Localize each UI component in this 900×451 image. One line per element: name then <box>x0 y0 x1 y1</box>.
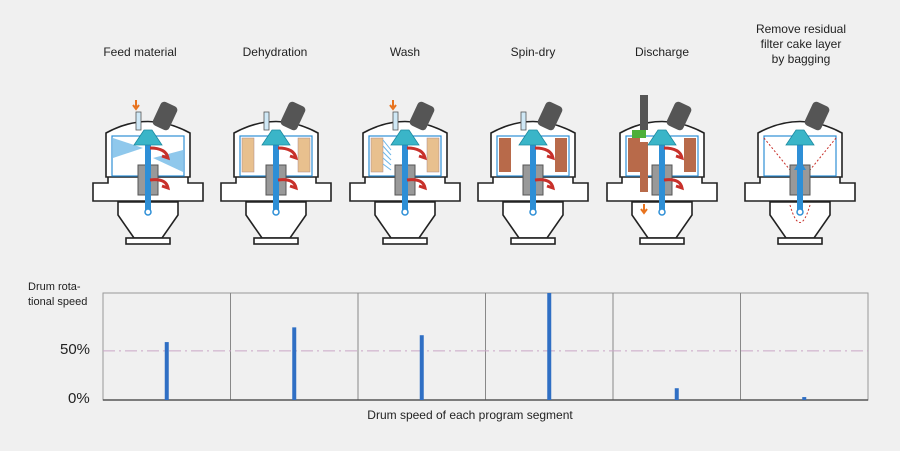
shaft-end <box>796 208 804 216</box>
wash-spray <box>382 163 392 171</box>
filter-cake <box>297 137 311 173</box>
motor <box>280 101 306 131</box>
centrifuge-bagging <box>744 101 856 245</box>
centrifuge-feed <box>92 100 204 245</box>
y-axis-label-line: Drum rota- <box>28 281 81 293</box>
distributor-cone <box>390 129 420 146</box>
rotation-arrow-icon <box>534 146 555 161</box>
filter-cake <box>241 137 255 173</box>
rotation-arrow-icon <box>149 178 170 191</box>
step-label-line: filter cake layer <box>760 37 842 51</box>
bar-4 <box>547 293 552 400</box>
x-axis-label: Drum speed of each program segment <box>367 408 573 422</box>
inflow-arrow-icon <box>132 100 140 111</box>
step-label-dehydration: Dehydration <box>242 45 308 59</box>
step-label-discharge: Discharge <box>634 45 690 59</box>
bag-residue <box>789 204 811 223</box>
slurry <box>153 150 183 172</box>
feed-pipe <box>135 111 142 131</box>
slurry <box>113 138 143 158</box>
bar-2 <box>292 327 297 400</box>
falling-cake <box>640 142 648 192</box>
motor <box>152 101 178 131</box>
shaft-end <box>658 208 666 216</box>
centrifuge-discharge <box>606 95 718 245</box>
filter-cake <box>684 138 696 172</box>
scraper <box>632 130 646 138</box>
centrifuge-wash <box>349 100 461 245</box>
feed-pipe <box>263 111 270 131</box>
bar-6 <box>802 397 807 400</box>
step-label-line: Remove residual <box>755 22 847 36</box>
wash-spray <box>382 145 392 156</box>
filter-cake <box>426 137 440 173</box>
y-tick-0: 0% <box>68 390 90 407</box>
filter-bag <box>763 137 837 171</box>
shaft-end <box>272 208 280 216</box>
bar-1 <box>164 342 169 400</box>
rotation-arrow-icon <box>406 178 427 191</box>
step-label-line: by bagging <box>771 52 831 66</box>
motor <box>666 101 692 131</box>
wash-spray <box>382 157 392 166</box>
motor <box>804 101 830 131</box>
shaft-end <box>529 208 537 216</box>
outflow-arrow-icon <box>640 204 648 215</box>
distributor-cone <box>518 129 548 146</box>
motor <box>409 101 435 131</box>
drive-shaft <box>659 140 665 210</box>
base-foot <box>125 237 171 245</box>
distributor-cone <box>261 129 291 146</box>
filter-cake <box>499 138 511 172</box>
centrifuge-spin-dry <box>477 101 589 245</box>
rotation-arrow-icon <box>663 178 684 191</box>
distributor-cone <box>133 129 163 146</box>
wash-spray <box>382 151 392 161</box>
rotation-arrow-icon <box>406 146 427 161</box>
base-foot <box>382 237 428 245</box>
filter-cake <box>370 137 384 173</box>
step-label-wash: Wash <box>389 45 421 59</box>
step-label-spin-dry: Spin-dry <box>510 45 556 59</box>
wash-spray <box>382 139 392 151</box>
illustrations <box>92 95 856 245</box>
shaft-end <box>401 208 409 216</box>
base-foot <box>253 237 299 245</box>
base-foot <box>639 237 685 245</box>
base-foot <box>510 237 556 245</box>
filter-cake <box>555 138 567 172</box>
step-label-bagging: Remove residual filter cake layer by bag… <box>736 22 866 67</box>
drive-shaft <box>145 140 151 210</box>
drive-shaft <box>402 140 408 210</box>
feed-pipe <box>520 111 527 131</box>
rotation-arrow-icon <box>663 146 684 161</box>
plot-frame <box>102 292 869 401</box>
scraper-actuator <box>640 95 648 130</box>
motor <box>537 101 563 131</box>
distributor-cone <box>785 129 815 146</box>
y-axis-label-line: tional speed <box>28 296 88 308</box>
centrifuge-dehydration <box>220 101 332 245</box>
lift-arrow-icon <box>794 160 806 170</box>
filter-cake <box>628 138 640 172</box>
drive-shaft <box>530 140 536 210</box>
drive-shaft <box>797 140 803 210</box>
feed-pipe <box>392 111 399 131</box>
rotation-arrow-icon <box>277 146 298 161</box>
drive-shaft <box>273 140 279 210</box>
base-foot <box>777 237 823 245</box>
rotation-arrow-icon <box>534 178 555 191</box>
bar-3 <box>419 335 424 400</box>
distributor-cone <box>647 129 677 146</box>
rotation-arrow-icon <box>149 146 170 161</box>
inflow-arrow-icon <box>389 100 397 111</box>
y-tick-50: 50% <box>60 341 91 358</box>
step-label-feed: Feed material <box>103 45 177 59</box>
rotation-arrow-icon <box>277 178 298 191</box>
bar-5 <box>674 388 679 400</box>
shaft-end <box>144 208 152 216</box>
y-axis-label: Drum rota- tional speed <box>28 280 87 310</box>
